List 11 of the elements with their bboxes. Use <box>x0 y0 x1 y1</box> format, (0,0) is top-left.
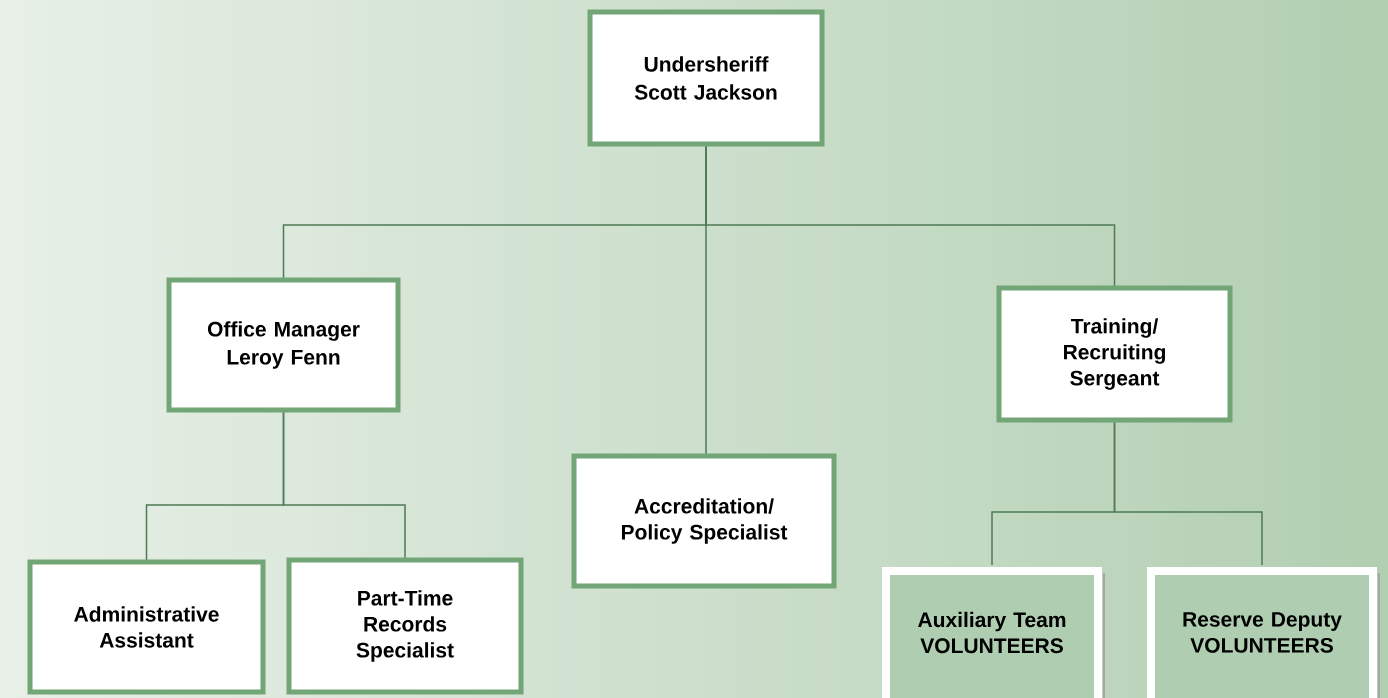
volunteer-box: Reserve Deputy VOLUNTEERS <box>1147 567 1380 698</box>
org-box: Administrative Assistant <box>27 559 266 695</box>
org-box: Office Manager Leroy Fenn <box>166 277 401 413</box>
org-box: Undersheriff Scott Jackson <box>587 9 825 147</box>
connector-line <box>1113 421 1263 566</box>
org-box: Part-Time Records Specialist <box>286 557 524 695</box>
org-box: Accreditation/ Policy Specialist <box>571 453 837 589</box>
volunteer-box: Auxiliary Team VOLUNTEERS <box>882 567 1105 698</box>
connector-line <box>705 145 1116 287</box>
org-box: Training/ Recruiting Sergeant <box>996 285 1233 423</box>
connector-line <box>282 411 406 559</box>
